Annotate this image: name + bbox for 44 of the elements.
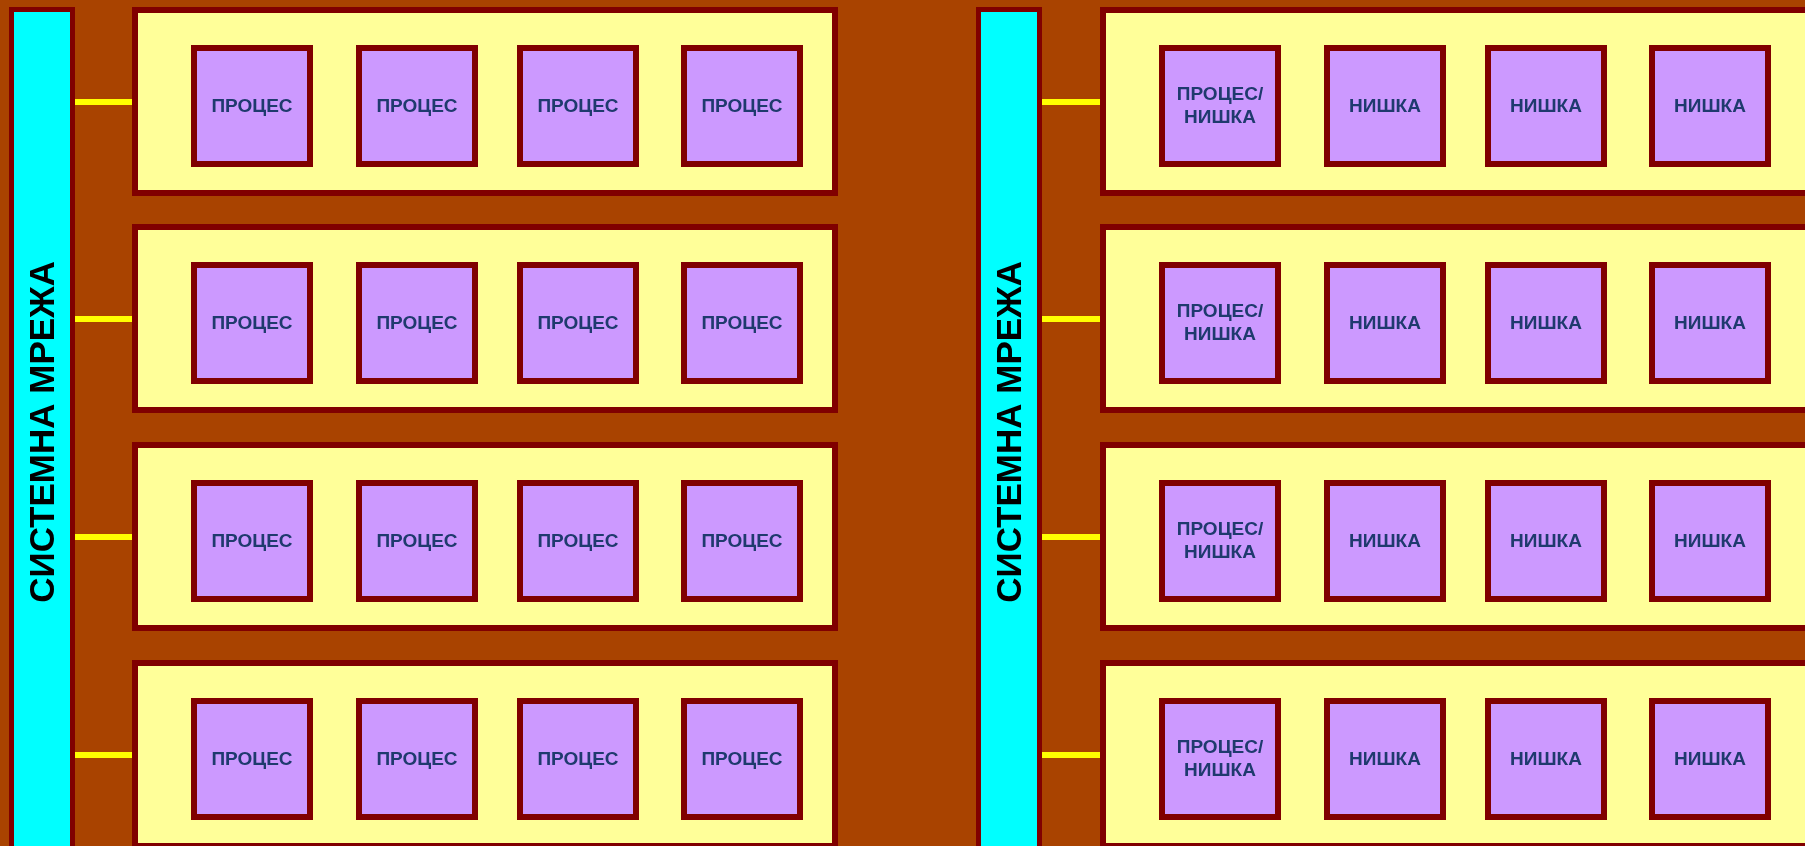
process-box: ПРОЦЕС/ НИШКА <box>1159 698 1281 820</box>
process-box: НИШКА <box>1649 45 1771 167</box>
row-panel <box>1100 7 1805 196</box>
process-box: НИШКА <box>1649 262 1771 384</box>
process-box: ПРОЦЕС <box>517 698 639 820</box>
process-box: НИШКА <box>1485 262 1607 384</box>
process-box: ПРОЦЕС <box>191 698 313 820</box>
row-panel <box>1100 660 1805 846</box>
process-box: ПРОЦЕС <box>681 698 803 820</box>
bus-label: СИСТЕМНА МРЕЖА <box>22 261 62 603</box>
process-box: ПРОЦЕС <box>356 262 478 384</box>
row-panel <box>132 660 838 846</box>
row-panel <box>1100 442 1805 631</box>
process-box: ПРОЦЕС <box>681 262 803 384</box>
network-bus-bar <box>976 7 1042 846</box>
process-box: ПРОЦЕС <box>191 45 313 167</box>
process-box: НИШКА <box>1649 698 1771 820</box>
process-box: ПРОЦЕС <box>356 698 478 820</box>
process-box: НИШКА <box>1324 262 1446 384</box>
process-box: ПРОЦЕС <box>517 480 639 602</box>
process-box: ПРОЦЕС <box>517 45 639 167</box>
bus-label: СИСТЕМНА МРЕЖА <box>989 261 1029 603</box>
process-box: ПРОЦЕС <box>191 262 313 384</box>
process-box: НИШКА <box>1324 480 1446 602</box>
process-box: ПРОЦЕС <box>681 45 803 167</box>
process-box: ПРОЦЕС/ НИШКА <box>1159 262 1281 384</box>
process-box: НИШКА <box>1485 45 1607 167</box>
process-box: ПРОЦЕС/ НИШКА <box>1159 480 1281 602</box>
row-panel <box>132 442 838 631</box>
process-box: НИШКА <box>1485 480 1607 602</box>
process-box: ПРОЦЕС <box>191 480 313 602</box>
process-box: НИШКА <box>1649 480 1771 602</box>
network-bus-bar <box>9 7 75 846</box>
process-box: ПРОЦЕС <box>681 480 803 602</box>
process-box: ПРОЦЕС/ НИШКА <box>1159 45 1281 167</box>
row-panel <box>132 7 838 196</box>
process-box: ПРОЦЕС <box>356 45 478 167</box>
process-box: ПРОЦЕС <box>356 480 478 602</box>
process-box: НИШКА <box>1324 698 1446 820</box>
process-box: ПРОЦЕС <box>517 262 639 384</box>
row-panel <box>132 224 838 413</box>
row-panel <box>1100 224 1805 413</box>
process-box: НИШКА <box>1324 45 1446 167</box>
process-box: НИШКА <box>1485 698 1607 820</box>
